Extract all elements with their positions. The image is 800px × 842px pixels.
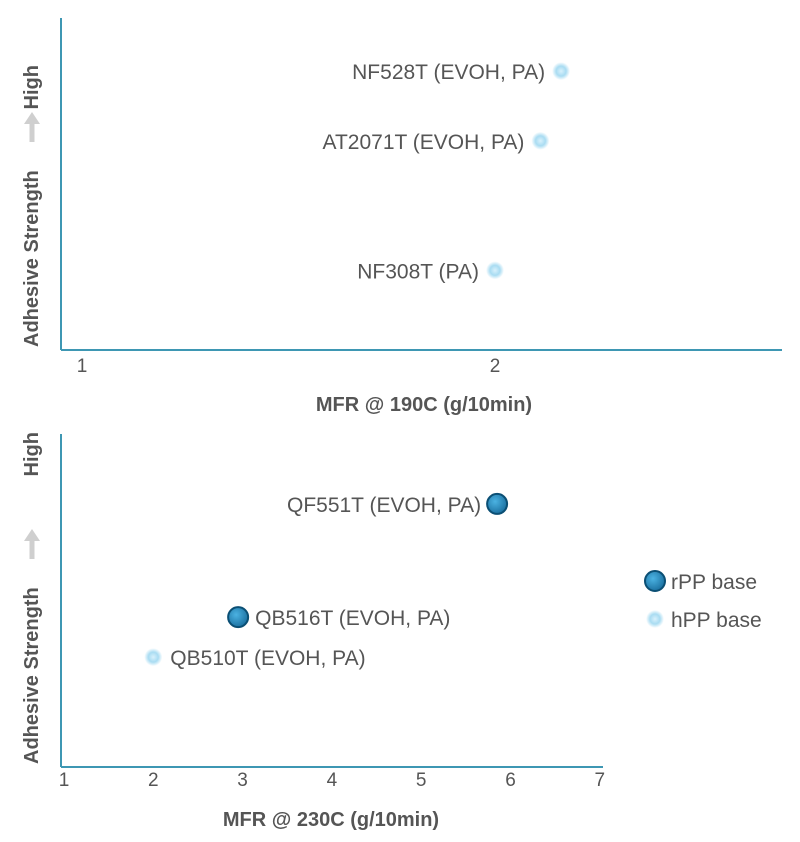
chart-1-point-label: NF528T (EVOH, PA) [352,61,545,84]
chart-1-point-hpp [531,131,550,150]
chart-2-points: QF551T (EVOH, PA) QB516T (EVOH, PA) QB510T… [144,492,509,670]
chart-1-y-label: Adhesive Strength [21,170,43,347]
legend-hpp-marker [646,610,664,628]
chart-2-x-tick-label: 3 [237,770,248,791]
chart-2-x-ticks: 1 2 3 4 5 6 7 [59,770,605,791]
legend-hpp-label: hPP base [671,609,762,632]
up-arrow-icon [24,529,40,559]
legend: rPP base hPP base [644,570,762,632]
legend-rpp-label: rPP base [671,571,757,594]
legend-item-rpp: rPP base [644,570,757,594]
chart-1-point-label: AT2071T (EVOH, PA) [323,131,525,154]
chart-2-point-label: QB510T (EVOH, PA) [170,647,365,670]
chart-2-point-label: QF551T (EVOH, PA) [287,494,481,517]
chart-2-x-tick-label: 6 [505,770,516,791]
chart-1-points: NF528T (EVOH, PA) AT2071T (EVOH, PA) NF308… [323,61,571,283]
chart-2-x-tick-label: 2 [148,770,159,791]
legend-rpp-marker [644,570,666,592]
chart-2-y-axis-title: Adhesive Strength High [21,432,43,764]
chart-2-point-rpp [486,492,509,515]
chart-1-x-tick-label: 1 [77,356,88,377]
chart-2-point-label: QB516T (EVOH, PA) [255,607,450,630]
chart-1-y-high-label: High [21,65,43,109]
chart-2-point-rpp [227,606,250,629]
chart-2-x-tick-label: 1 [59,770,70,791]
chart-1-point-hpp [486,261,504,280]
chart-2-x-tick-label: 4 [327,770,338,791]
chart-1-point-label: NF308T (PA) [357,260,479,283]
chart-1-x-axis-title: MFR @ 190C (g/10min) [316,394,532,416]
chart-2-x-axis-title: MFR @ 230C (g/10min) [223,809,439,831]
chart-2-y-high-label: High [21,432,43,476]
up-arrow-icon [24,112,40,142]
chart-1-x-tick-label: 2 [490,356,501,377]
chart-2-x-tick-label: 5 [416,770,427,791]
chart-1-point-hpp [552,62,571,81]
chart-2-point-hpp [144,648,163,667]
chart-1-y-axis-title: Adhesive Strength High [21,65,43,347]
chart-2: 1 2 3 4 5 6 7 MFR @ 230C (g/10min) Adhesive St… [21,432,605,831]
chart-2-y-label: Adhesive Strength [21,587,43,764]
chart-2-x-tick-label: 7 [595,770,606,791]
legend-item-hpp: hPP base [646,609,762,632]
